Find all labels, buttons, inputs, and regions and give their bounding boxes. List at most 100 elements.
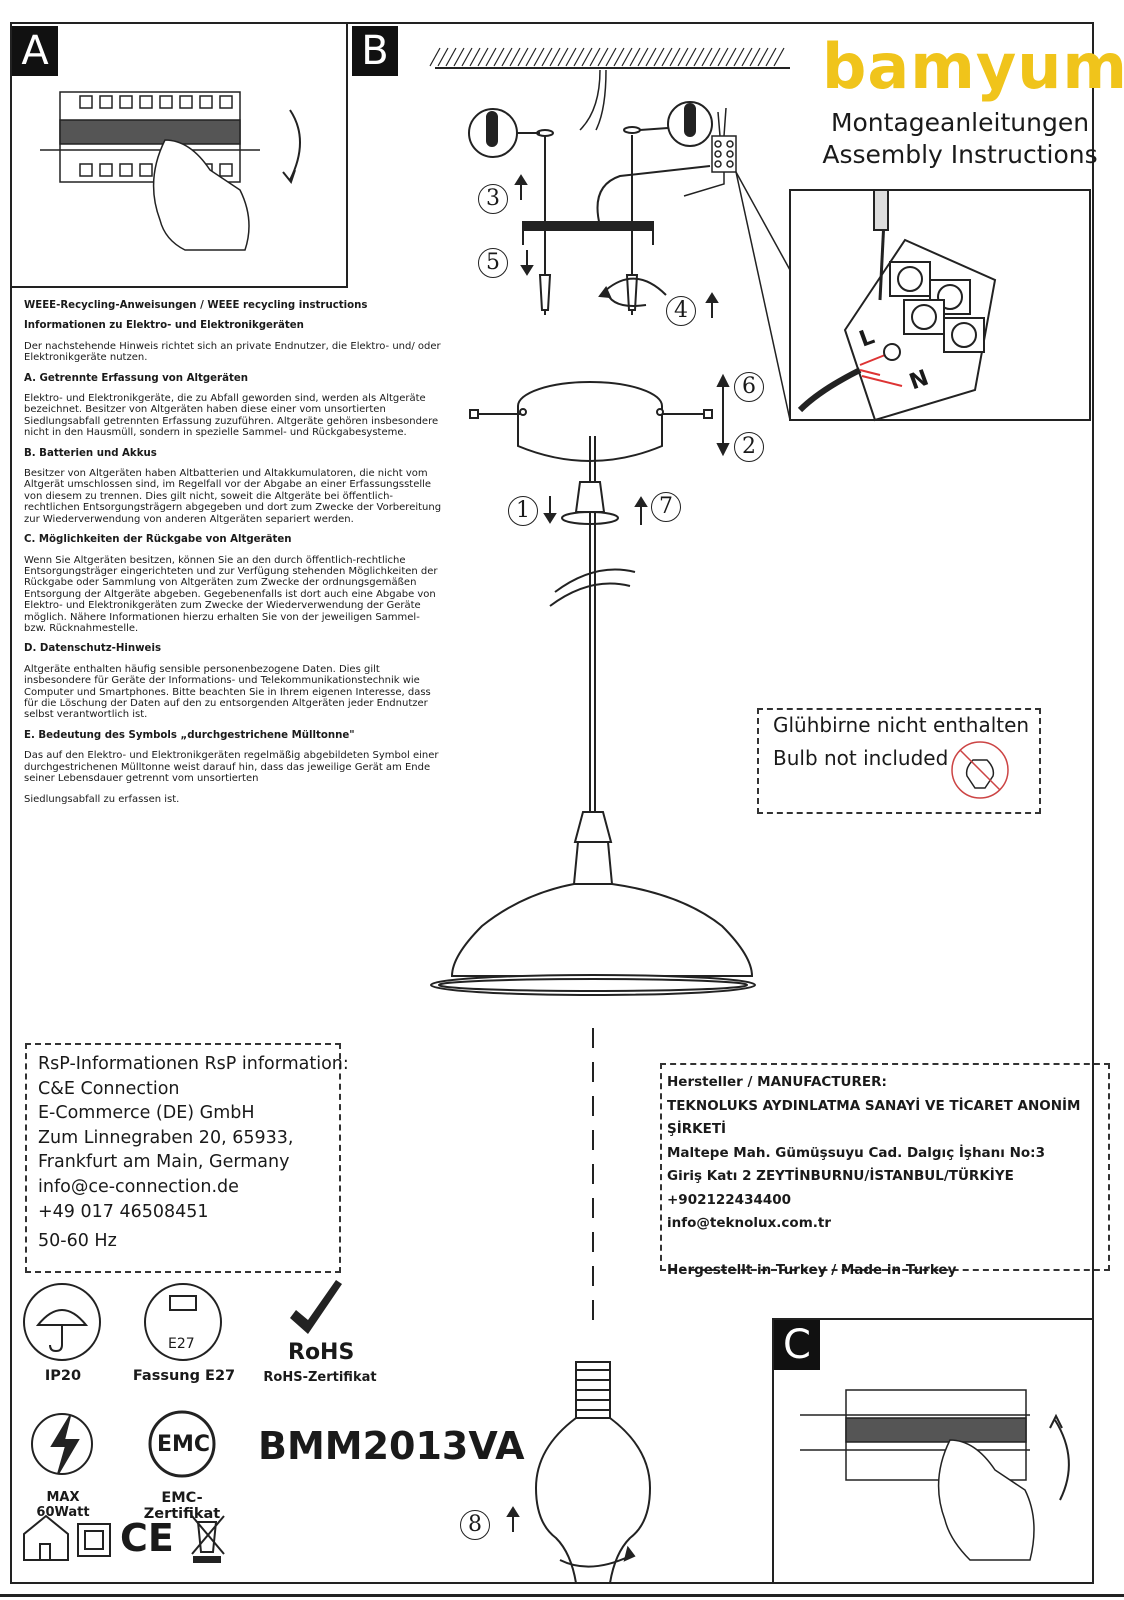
ceiling-icon bbox=[429, 47, 790, 69]
weee-section-e-heading: E. Bedeutung des Symbols „durchgestriche… bbox=[24, 729, 355, 741]
ceiling-hatch-line bbox=[621, 47, 633, 67]
ceiling-hatch-line bbox=[677, 47, 689, 67]
ceiling-hatch-line bbox=[581, 47, 593, 67]
step-5-label: 5 bbox=[478, 248, 508, 278]
weee-title: WEEE-Recycling-Anweisungen / WEEE recycl… bbox=[24, 300, 368, 311]
ceiling-hatch-line bbox=[501, 47, 513, 67]
ceiling-hatch-line bbox=[717, 47, 729, 67]
bulb-note-box bbox=[757, 708, 1041, 814]
ceiling-hatch-line bbox=[645, 47, 657, 67]
ip20-label: IP20 bbox=[44, 1368, 82, 1384]
rsp-box bbox=[25, 1043, 341, 1273]
step-1-label: 1 bbox=[508, 496, 538, 526]
ceiling-hatch-line bbox=[445, 47, 457, 67]
ceiling-hatch-line bbox=[733, 47, 745, 67]
terminal-detail-icon bbox=[789, 189, 1091, 422]
title-en: Assembly Instructions bbox=[822, 140, 1098, 169]
weee-intro-heading: Informationen zu Elektro- und Elektronik… bbox=[24, 320, 304, 332]
emc-icon-text: EMC bbox=[157, 1432, 211, 1457]
ceiling-hatch-line bbox=[533, 47, 545, 67]
step-arrows bbox=[514, 174, 719, 318]
step-8-label: 8 bbox=[460, 1510, 490, 1540]
step-4-label: 4 bbox=[666, 296, 696, 326]
panel-c-letter: C bbox=[774, 1320, 820, 1370]
ip20-icon bbox=[23, 1283, 101, 1361]
ceiling-hatch-line bbox=[437, 47, 449, 67]
manufacturer-box bbox=[660, 1063, 1110, 1271]
ceiling-hatch-line bbox=[485, 47, 497, 67]
ceiling-hatch-line bbox=[541, 47, 553, 67]
ceiling-hatch-line bbox=[765, 47, 777, 67]
weee-section-a-heading: A. Getrennte Erfassung von Altgeräten bbox=[24, 372, 248, 384]
zoom-lines bbox=[735, 171, 791, 421]
ceiling-hatch-line bbox=[461, 47, 473, 67]
bulb-note-en: Bulb not included bbox=[773, 746, 949, 770]
screwdriver-right-icon bbox=[623, 101, 713, 147]
weee-section-b-text: Besitzer von Altgeräten haben Altbatteri… bbox=[24, 468, 442, 525]
screwdriver-left-icon bbox=[468, 108, 554, 158]
bulb-note-de: Glühbirne nicht enthalten bbox=[773, 713, 1030, 737]
ceiling-hatch-line bbox=[493, 47, 505, 67]
title-de: Montageanleitungen bbox=[830, 108, 1090, 137]
step-7-label: 7 bbox=[651, 492, 681, 522]
house-icon bbox=[23, 1514, 69, 1561]
panel-a-letter: A bbox=[12, 26, 58, 76]
mfr-line1: Hersteller / MANUFACTURER: bbox=[667, 1074, 887, 1090]
mfr-line2: TEKNOLUKS AYDINLATMA SANAYİ VE TİCARET A… bbox=[667, 1097, 1081, 1138]
ceiling-hatch-line bbox=[725, 47, 737, 67]
ceiling-hatch-line bbox=[573, 47, 585, 67]
weee-bin-icon bbox=[191, 1515, 225, 1563]
ceiling-hatch-line bbox=[453, 47, 465, 67]
ceiling-hatch-line bbox=[669, 47, 681, 67]
emc-label: EMC-Zertifikat bbox=[143, 1490, 221, 1522]
ceiling-hatch-line bbox=[469, 47, 481, 67]
model-number: BMM2013VA bbox=[258, 1424, 525, 1468]
rsp-line4: Zum Linnegraben 20, 65933, bbox=[38, 1127, 294, 1148]
weee-section-e-text: Das auf den Elektro- und Elektronikgerät… bbox=[24, 750, 439, 784]
rsp-line6: info@ce-connection.de bbox=[38, 1176, 239, 1197]
weee-section-c-heading: C. Möglichkeiten der Rückgabe von Altger… bbox=[24, 534, 292, 546]
ce-mark: CE bbox=[120, 1516, 174, 1560]
ceiling-hatch-line bbox=[773, 47, 785, 67]
mounting-bracket-icon bbox=[522, 135, 711, 315]
ceiling-hatch-line bbox=[709, 47, 721, 67]
rohs-label: RoHS-Zertifikat bbox=[263, 1370, 377, 1385]
canopy-icon bbox=[469, 381, 713, 462]
panel-c bbox=[772, 1318, 1092, 1582]
ceiling-hatch-line bbox=[653, 47, 665, 67]
bottom-rule bbox=[0, 1594, 1124, 1597]
step-3-label: 3 bbox=[478, 184, 508, 214]
ceiling-hatch-line bbox=[661, 47, 673, 67]
ceiling-hatch-line bbox=[597, 47, 609, 67]
ceiling-hatch-line bbox=[693, 47, 705, 67]
cable-icon bbox=[549, 436, 636, 820]
emc-icon bbox=[148, 1410, 216, 1478]
ceiling-hatch-line bbox=[701, 47, 713, 67]
brand-logo: bamyum bbox=[822, 30, 1124, 103]
no-bulb-icon bbox=[951, 741, 1009, 799]
socket-label: Fassung E27 bbox=[132, 1368, 236, 1384]
ceiling-hatch-line bbox=[517, 47, 529, 67]
mfr-line6: info@teknolux.com.tr bbox=[667, 1215, 832, 1231]
step-6-label: 6 bbox=[734, 372, 764, 402]
rsp-line2: C&E Connection bbox=[38, 1078, 180, 1099]
ceiling-hatch-line bbox=[629, 47, 641, 67]
ceiling-hatch-line bbox=[549, 47, 561, 67]
ceiling-hatch-line bbox=[565, 47, 577, 67]
ceiling-hatch-line bbox=[605, 47, 617, 67]
step-arrows-1-7 bbox=[543, 496, 648, 525]
ceiling-hatch-line bbox=[757, 47, 769, 67]
page-frame bbox=[10, 22, 1094, 1584]
rsp-line5: Frankfurt am Main, Germany bbox=[38, 1152, 290, 1173]
double-insulation-icon bbox=[77, 1523, 111, 1557]
e27-socket-icon bbox=[144, 1283, 222, 1361]
rohs-icon-text: RoHS bbox=[288, 1340, 355, 1365]
rsp-line7: +49 017 46508451 bbox=[38, 1201, 209, 1222]
weee-intro-text: Der nachstehende Hinweis richtet sich an… bbox=[24, 340, 441, 364]
weee-section-d-text: Altgeräte enthalten häufig sensible pers… bbox=[24, 663, 431, 721]
supply-wires-icon bbox=[579, 69, 607, 131]
step-arrow-8 bbox=[506, 1506, 520, 1532]
e27-icon-text: E27 bbox=[168, 1336, 195, 1352]
panel-a bbox=[10, 22, 348, 288]
